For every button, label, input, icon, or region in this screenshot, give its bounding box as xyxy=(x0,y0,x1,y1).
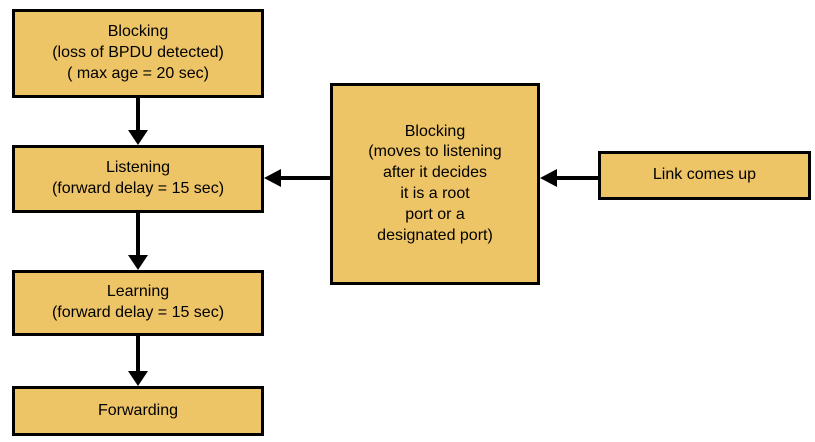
node-blocking-bpdu-loss: Blocking (loss of BPDU detected) ( max a… xyxy=(12,9,264,98)
node-link-comes-up: Link comes up xyxy=(598,151,811,200)
node-learning: Learning (forward delay = 15 sec) xyxy=(12,270,264,336)
node-learning-label: Learning (forward delay = 15 sec) xyxy=(51,283,225,321)
node-forwarding: Forwarding xyxy=(12,386,264,436)
node-link-comes-up-label: Link comes up xyxy=(652,166,757,184)
arrow-learning-to-forwarding-shaft xyxy=(136,335,140,372)
arrow-blocking-to-listening-shaft xyxy=(136,97,140,131)
arrow-learning-to-forwarding-head-icon xyxy=(128,371,148,386)
arrow-listening-to-learning-head-icon xyxy=(128,255,148,270)
node-blocking-decision: Blocking (moves to listening after it de… xyxy=(330,83,540,285)
arrow-listening-to-learning-shaft xyxy=(136,212,140,256)
node-listening-label: Listening (forward delay = 15 sec) xyxy=(51,159,225,197)
arrow-link-up-to-blocking-decision-head-icon xyxy=(540,169,557,187)
node-forwarding-label: Forwarding xyxy=(97,401,179,419)
arrow-blocking-decision-to-listening-shaft xyxy=(281,176,330,180)
arrow-link-up-to-blocking-decision-shaft xyxy=(557,176,598,180)
node-blocking-decision-label: Blocking (moves to listening after it de… xyxy=(368,122,502,244)
node-listening: Listening (forward delay = 15 sec) xyxy=(12,145,264,213)
node-blocking-bpdu-loss-label: Blocking (loss of BPDU detected) ( max a… xyxy=(52,23,224,82)
arrow-blocking-decision-to-listening-head-icon xyxy=(264,169,281,187)
arrow-blocking-to-listening-head-icon xyxy=(128,130,148,145)
